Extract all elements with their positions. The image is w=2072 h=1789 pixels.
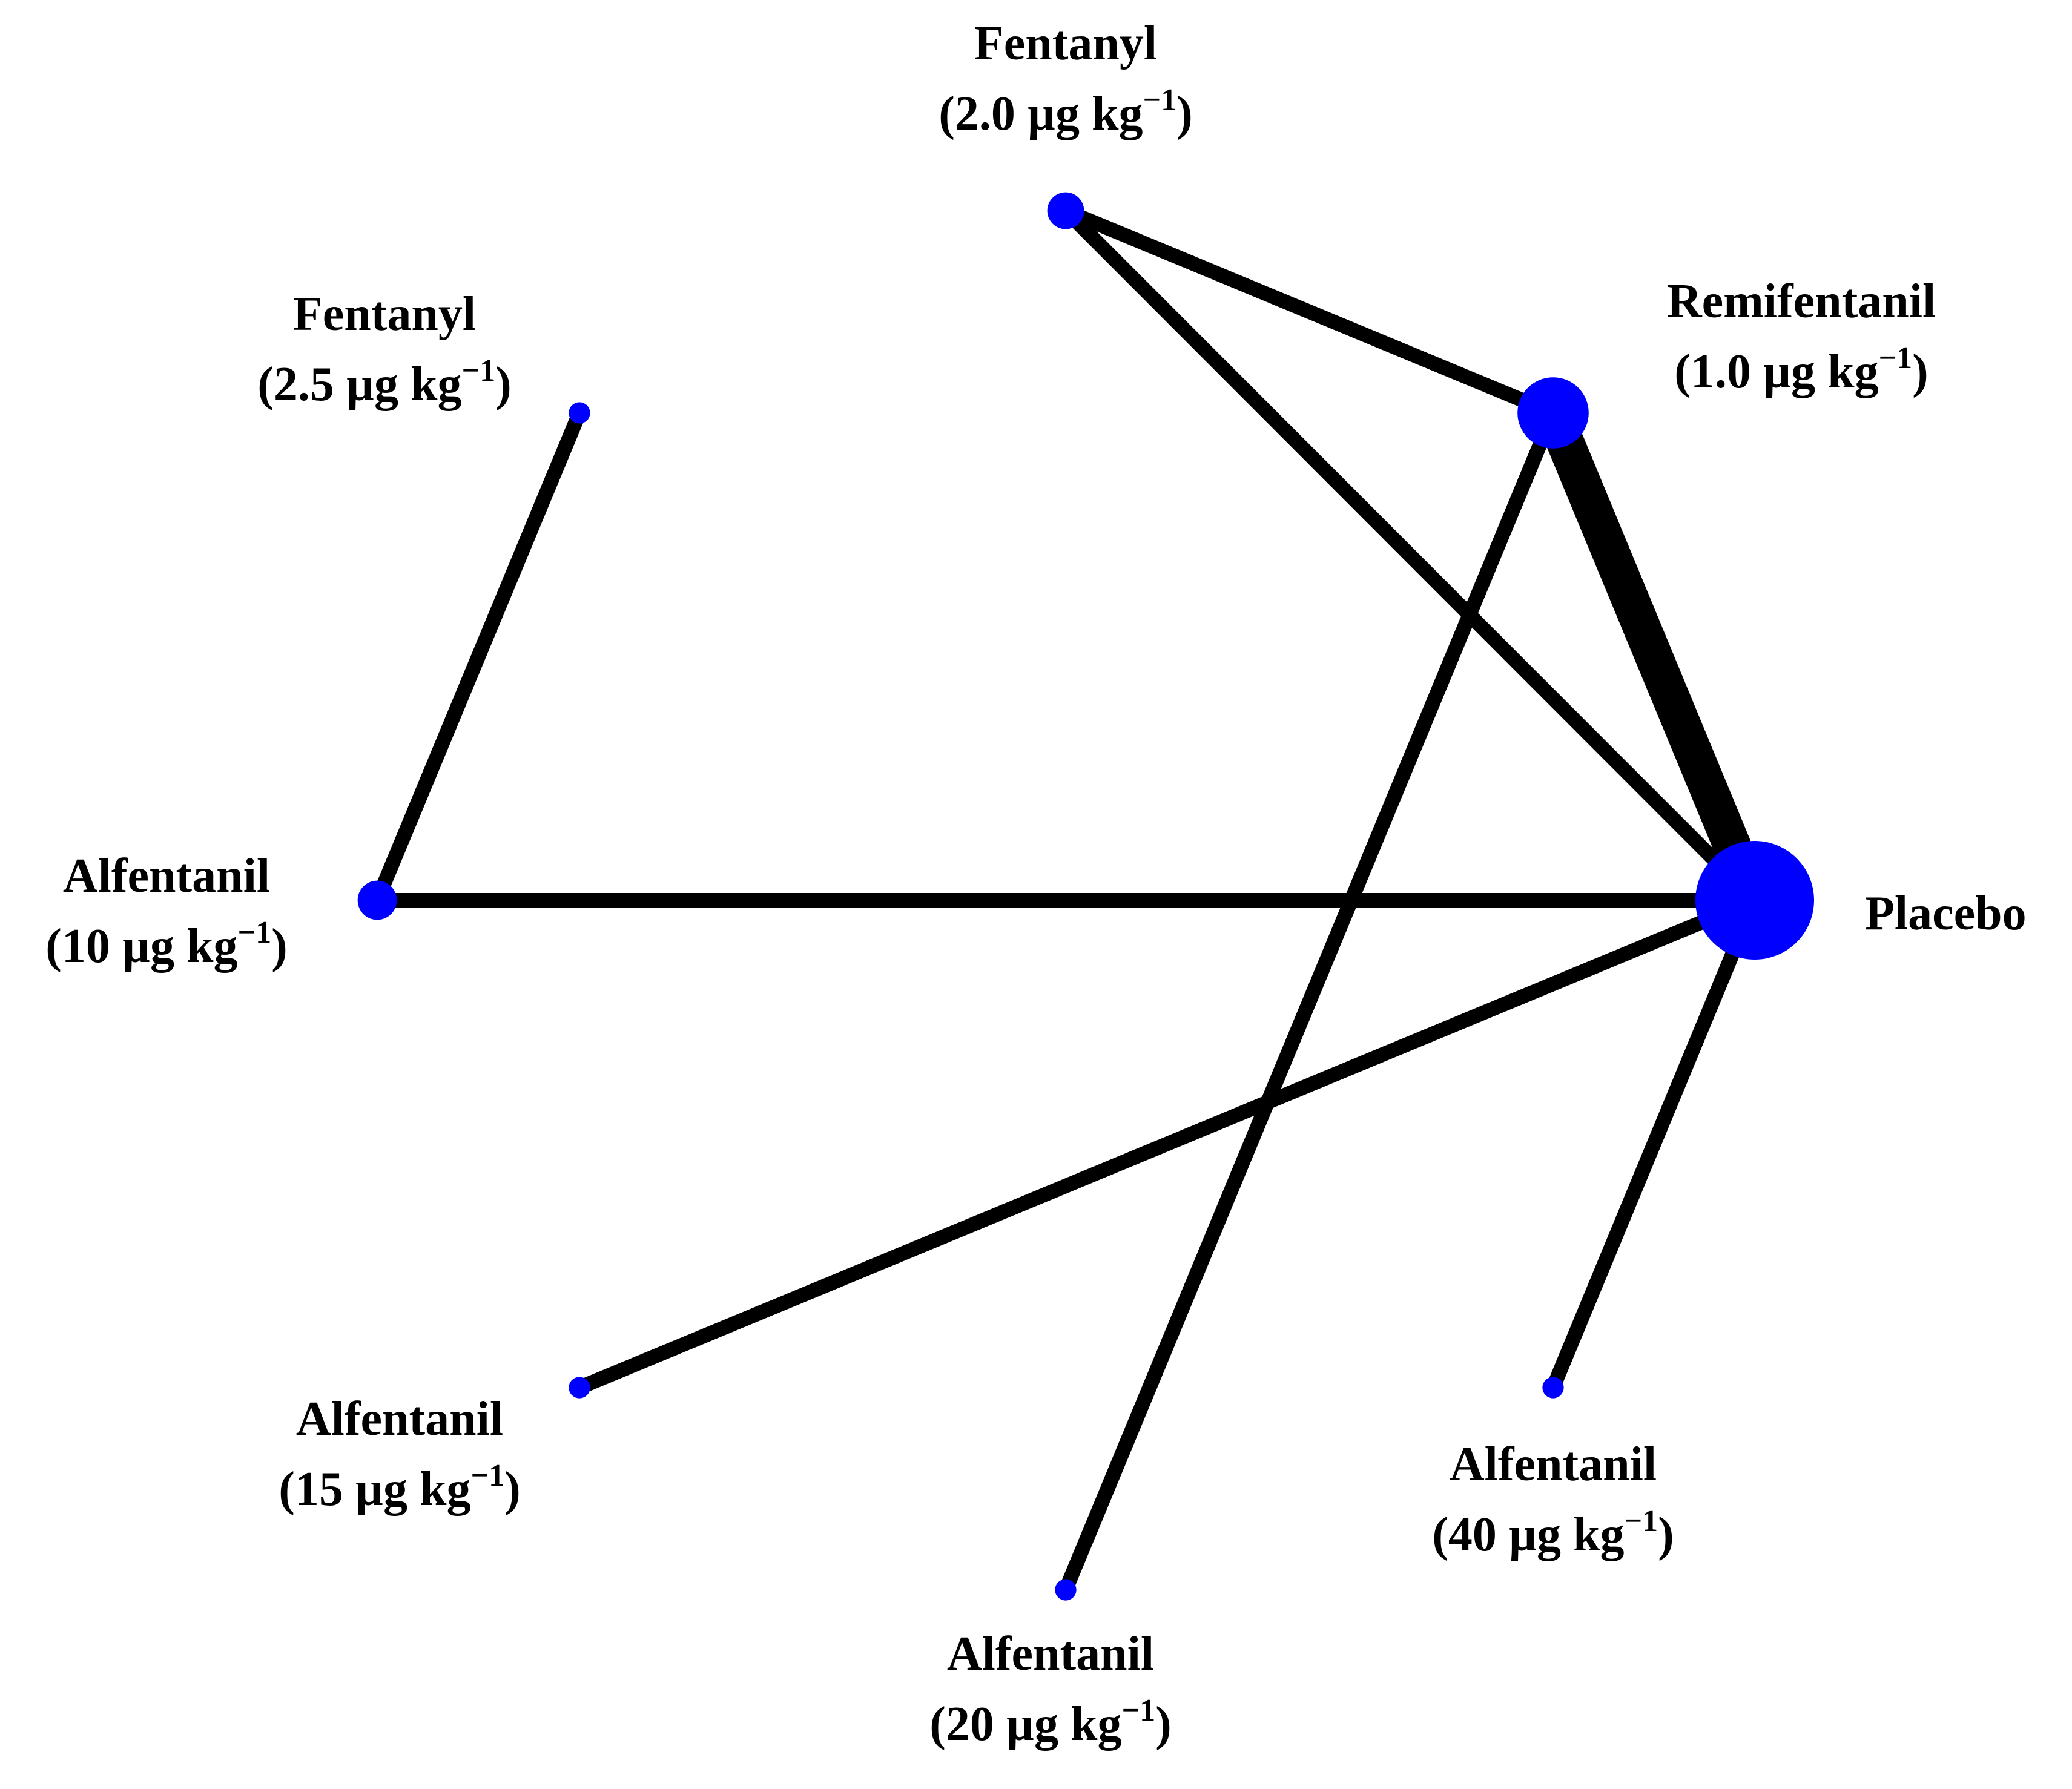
- dose-exponent: −1: [237, 915, 271, 950]
- dose-exponent: −1: [1143, 83, 1176, 117]
- node-label-dose: (2.0 µg kg−1): [939, 83, 1193, 140]
- node-fentanyl-2-0: [1047, 192, 1084, 229]
- node-label-alfentanil-15: Alfentanil (15 µg kg−1): [279, 1392, 521, 1516]
- edge-alfentanil-10-fentanyl-2-5: [370, 410, 587, 903]
- dose-close: ): [1176, 87, 1193, 140]
- dose-value: (15 µg kg: [279, 1463, 470, 1516]
- dose-value: (2.5 µg kg: [257, 358, 461, 411]
- node-label-dose: (20 µg kg−1): [929, 1693, 1172, 1751]
- labels-layer: Fentanyl(2.0 µg kg−1)Remifentanil(1.0 µg…: [45, 17, 2026, 1751]
- node-label-fentanyl-2-0: Fentanyl (2.0 µg kg−1): [939, 17, 1193, 140]
- edge-remifentanil-1-0-placebo: [1536, 406, 1772, 908]
- dose-close: ): [1912, 345, 1928, 398]
- node-alfentanil-15: [569, 1377, 590, 1399]
- dose-close: ): [1155, 1698, 1172, 1751]
- node-label-name: Alfentanil: [63, 849, 270, 903]
- node-label-placebo: Placebo: [1865, 887, 2027, 940]
- node-label-name: Remifentanil: [1667, 275, 1936, 328]
- dose-exponent: −1: [470, 1458, 504, 1493]
- node-remifentanil-1-0: [1517, 377, 1589, 449]
- node-label-dose: (15 µg kg−1): [279, 1458, 521, 1516]
- dose-close: ): [1658, 1508, 1674, 1561]
- node-label-alfentanil-40: Alfentanil (40 µg kg−1): [1432, 1438, 1674, 1561]
- node-placebo: [1695, 841, 1814, 960]
- edge-fentanyl-2-0-placebo: [1060, 205, 1760, 906]
- node-label-dose: (1.0 µg kg−1): [1674, 341, 1928, 398]
- node-label-dose: (10 µg kg−1): [45, 915, 288, 973]
- edge-fentanyl-2-0-remifentanil-1-0: [1063, 203, 1556, 420]
- node-label-dose: (40 µg kg−1): [1432, 1504, 1674, 1561]
- edges-layer: [370, 203, 1772, 1593]
- node-label-name: Alfentanil: [947, 1627, 1154, 1681]
- nodes-layer: [357, 192, 1814, 1601]
- dose-value: (1.0 µg kg: [1674, 345, 1878, 398]
- edge-remifentanil-1-0-alfentanil-20: [1058, 410, 1560, 1593]
- dose-close: ): [504, 1463, 521, 1516]
- dose-exponent: −1: [1878, 341, 1912, 375]
- edge-placebo-alfentanil-40: [1546, 897, 1762, 1391]
- dose-value: (2.0 µg kg: [939, 87, 1143, 140]
- node-label-name: Fentanyl: [293, 288, 476, 341]
- node-label-alfentanil-20: Alfentanil (20 µg kg−1): [929, 1627, 1172, 1751]
- dose-exponent: −1: [1121, 1693, 1155, 1728]
- node-label-name: Fentanyl: [974, 17, 1157, 70]
- dose-value: (10 µg kg: [45, 920, 237, 973]
- dose-exponent: −1: [461, 354, 495, 388]
- dose-close: ): [271, 920, 288, 973]
- dose-close: ): [495, 358, 512, 411]
- node-label-name: Alfentanil: [296, 1392, 503, 1446]
- dose-value: (20 µg kg: [929, 1698, 1121, 1751]
- node-label-dose: (2.5 µg kg−1): [257, 354, 512, 411]
- node-label-name: Placebo: [1865, 887, 2027, 940]
- node-fentanyl-2-5: [569, 402, 590, 424]
- node-alfentanil-20: [1055, 1579, 1077, 1601]
- node-alfentanil-40: [1542, 1377, 1564, 1399]
- node-label-remifentanil-1-0: Remifentanil (1.0 µg kg−1): [1667, 275, 1936, 398]
- node-label-fentanyl-2-5: Fentanyl (2.5 µg kg−1): [257, 288, 512, 411]
- node-label-name: Alfentanil: [1450, 1438, 1657, 1491]
- dose-exponent: −1: [1624, 1504, 1658, 1538]
- node-label-alfentanil-10: Alfentanil (10 µg kg−1): [45, 849, 288, 973]
- dose-value: (40 µg kg: [1432, 1508, 1624, 1561]
- edge-placebo-alfentanil-15: [576, 893, 1758, 1395]
- node-alfentanil-10: [357, 880, 397, 920]
